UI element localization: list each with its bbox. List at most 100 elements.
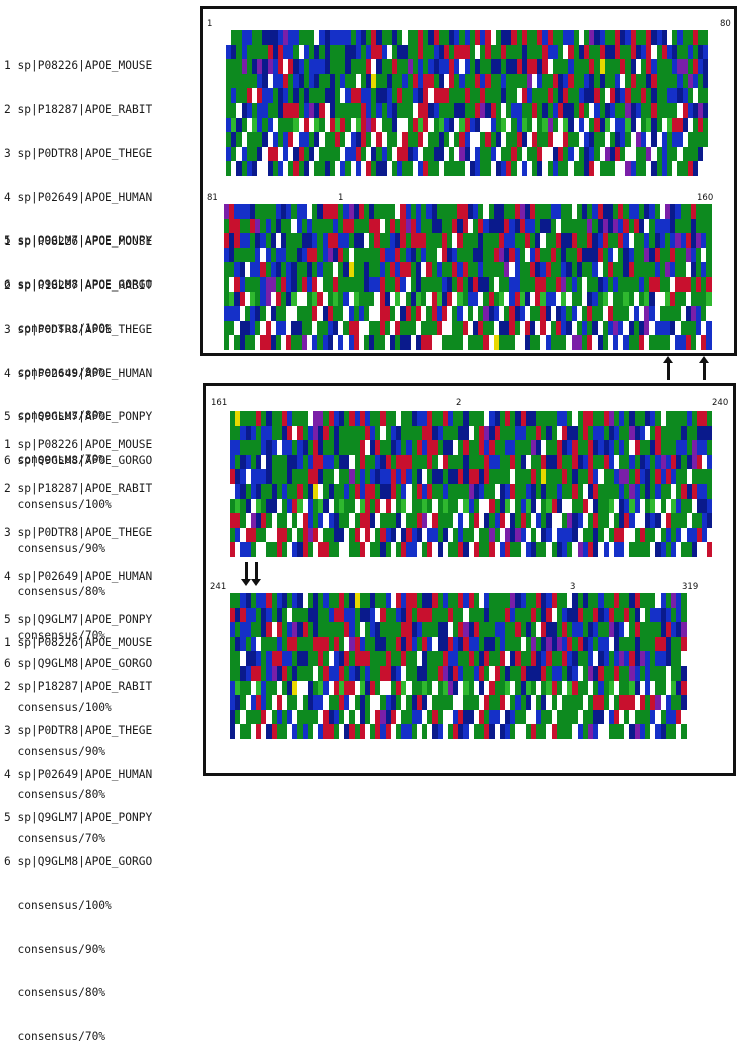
- residue-cell: [618, 291, 624, 307]
- residue-cell: [427, 622, 433, 637]
- residue-cell: [473, 513, 479, 528]
- residue-cell: [583, 161, 590, 176]
- residue-cell: [587, 276, 593, 292]
- residue-cell: [397, 161, 403, 176]
- residue-cell: [390, 651, 396, 666]
- residue-cell: [344, 483, 350, 499]
- residue-cell: [431, 233, 437, 248]
- residue-cell: [235, 695, 241, 710]
- residue-cell: [318, 636, 324, 652]
- residue-cell: [556, 306, 562, 321]
- residue-cell: [309, 73, 315, 89]
- residue-cell: [593, 483, 599, 499]
- residue-cell: [374, 335, 380, 350]
- residue-cell: [578, 73, 584, 89]
- residue-cell: [381, 44, 387, 60]
- residue-cell: [520, 411, 526, 426]
- residue-cell: [390, 469, 396, 484]
- residue-cell: [441, 233, 448, 248]
- residue-cell: [275, 276, 282, 292]
- residue-cell: [489, 709, 495, 725]
- residue-cell: [241, 30, 247, 45]
- residue-cell: [437, 607, 443, 623]
- residue-cell: [651, 132, 657, 147]
- residue-cell: [458, 498, 464, 514]
- residue-cell: [250, 454, 256, 470]
- residue-cell: [552, 59, 558, 74]
- residue-cell: [428, 44, 434, 60]
- residue-cell: [696, 469, 703, 484]
- residue-cell: [262, 117, 268, 133]
- residue-cell: [354, 636, 360, 652]
- residue-cell: [364, 593, 371, 608]
- residue-cell: [235, 636, 241, 652]
- residue-cell: [292, 411, 298, 426]
- residue-cell: [340, 146, 346, 162]
- residue-cell: [283, 132, 289, 147]
- residue-cell: [681, 622, 687, 637]
- residue-cell: [369, 306, 375, 321]
- residue-cell: [707, 513, 713, 528]
- residue-cell: [635, 132, 641, 147]
- residue-cell: [255, 527, 262, 543]
- residue-cell: [571, 320, 577, 336]
- residue-cell: [583, 146, 590, 162]
- residue-cell: [677, 73, 683, 89]
- residue-cell: [241, 102, 247, 118]
- residue-cell: [262, 44, 268, 60]
- alignment-row: [226, 132, 709, 147]
- residue-cell: [589, 146, 595, 162]
- residue-cell: [536, 665, 542, 681]
- residue-cell: [266, 440, 272, 455]
- residue-cell: [358, 204, 365, 219]
- residue-cell: [288, 102, 294, 118]
- residue-cell: [511, 59, 517, 74]
- residue-cell: [317, 204, 323, 219]
- residue-cell: [267, 88, 273, 103]
- residue-cell: [298, 73, 304, 89]
- residue-cell: [687, 73, 693, 89]
- residue-cell: [317, 247, 323, 263]
- residue-cell: [287, 636, 293, 652]
- residue-cell: [276, 454, 282, 470]
- residue-cell: [532, 132, 538, 147]
- residue-cell: [406, 483, 412, 499]
- residue-cell: [624, 411, 630, 426]
- residue-cell: [623, 218, 629, 234]
- residue-cell: [520, 680, 526, 696]
- residue-cell: [349, 724, 355, 739]
- residue-cell: [526, 73, 533, 89]
- residue-cell: [624, 513, 630, 528]
- residue-cell: [489, 542, 495, 557]
- residue-cell: [271, 709, 277, 725]
- residue-cell: [355, 73, 361, 89]
- residue-cell: [551, 622, 557, 637]
- residue-cell: [312, 233, 318, 248]
- residue-cell: [515, 709, 521, 725]
- residue-cell: [272, 102, 278, 118]
- residue-cell: [516, 44, 522, 60]
- residue-cell: [462, 247, 468, 263]
- block-end-number: 160: [697, 193, 714, 203]
- residue-cell: [681, 513, 687, 528]
- residue-cell: [567, 542, 573, 557]
- seq-label: 4 sp|P02649|APOE_HUMAN: [4, 366, 153, 380]
- residue-cell: [322, 247, 328, 263]
- residue-cell: [333, 680, 339, 696]
- alignment-row: [224, 233, 712, 248]
- residue-cell: [276, 724, 282, 739]
- residue-cell: [504, 527, 511, 543]
- residue-cell: [537, 44, 543, 60]
- residue-cell: [634, 425, 640, 441]
- residue-cell: [577, 469, 583, 484]
- residue-cell: [307, 483, 313, 499]
- residue-cell: [561, 276, 567, 292]
- residue-cell: [328, 498, 334, 514]
- residue-cell: [235, 724, 241, 739]
- residue-cell: [379, 262, 385, 277]
- residue-cell: [255, 425, 262, 441]
- residue-cell: [281, 724, 288, 739]
- residue-cell: [598, 498, 604, 514]
- residue-cell: [577, 440, 583, 455]
- residue-cell: [524, 247, 531, 263]
